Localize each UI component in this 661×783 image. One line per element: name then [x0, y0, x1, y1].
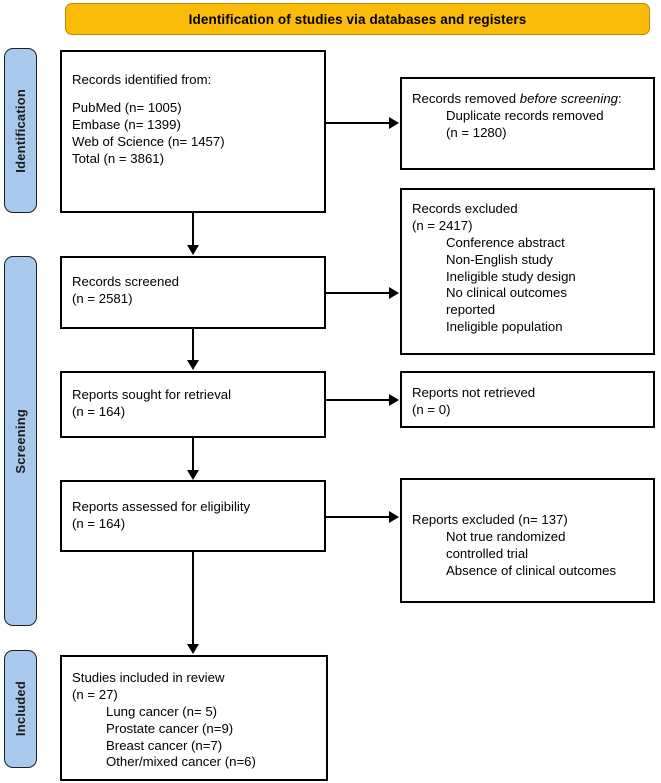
- records-identified-pubmed: PubMed (n= 1005): [72, 99, 182, 115]
- connector-screened-to-sought: [192, 329, 194, 361]
- records-excluded-reason-5: Ineligible population: [446, 319, 563, 335]
- records-removed-heading-prefix: Records removed: [412, 91, 520, 106]
- arrowhead-identified-to-screened: [187, 245, 199, 255]
- records-identified-wos: Web of Science (n= 1457): [72, 133, 225, 149]
- studies-included-prostate: Prostate cancer (n=9): [106, 720, 234, 736]
- connector-identified-to-screened: [192, 213, 194, 246]
- reports-sought-heading: Reports sought for retrieval: [72, 387, 232, 402]
- arrowhead-screened-to-sought: [187, 360, 199, 370]
- box-records-identified: Records identified from: PubMed (n= 1005…: [60, 50, 326, 213]
- box-records-screened: Records screened (n = 2581): [60, 256, 326, 329]
- arrowhead-assessed-to-included: [187, 644, 199, 654]
- reports-not-retrieved-heading: Reports not retrieved: [412, 385, 536, 400]
- arrowhead-screened-to-excluded: [389, 287, 399, 299]
- arrowhead-sought-to-assessed: [187, 470, 199, 480]
- studies-included-heading: Studies included in review: [72, 670, 225, 685]
- records-removed-heading: Records removed before screening:: [412, 91, 643, 108]
- stage-label-screening: Screening: [13, 408, 28, 474]
- box-records-excluded: Records excluded (n = 2417) Conference a…: [400, 188, 655, 355]
- records-screened-heading: Records screened: [72, 274, 180, 289]
- records-excluded-reason-3: Ineligible study design: [446, 268, 576, 284]
- connector-sought-to-assessed: [192, 438, 194, 471]
- studies-included-count: (n = 27): [72, 686, 118, 702]
- stage-label-identification: Identification: [13, 88, 28, 173]
- studies-included-lung: Lung cancer (n= 5): [106, 703, 218, 719]
- studies-included-other: Other/mixed cancer (n=6): [106, 754, 256, 770]
- reports-excluded-reason-2: Absence of clinical outcomes: [446, 562, 617, 578]
- records-excluded-heading: Records excluded: [412, 201, 518, 216]
- records-excluded-count: (n = 2417): [412, 217, 473, 233]
- stage-label-included: Included: [13, 681, 28, 737]
- spacer: [72, 89, 314, 100]
- arrowhead-assessed-to-reports-excluded: [389, 511, 399, 523]
- header-banner: Identification of studies via databases …: [65, 3, 650, 35]
- records-removed-count: (n = 1280): [446, 124, 507, 140]
- reports-excluded-heading: Reports excluded (n= 137): [412, 512, 568, 527]
- records-excluded-reason-1: Conference abstract: [446, 234, 565, 250]
- reports-not-retrieved-count: (n = 0): [412, 401, 451, 417]
- connector-assessed-to-reports-excluded: [326, 516, 390, 518]
- records-excluded-reason-4: No clinical outcomes: [446, 285, 567, 301]
- arrowhead-sought-to-not-retrieved: [389, 394, 399, 406]
- box-studies-included: Studies included in review (n = 27) Lung…: [60, 655, 328, 781]
- records-removed-duplicate: Duplicate records removed: [446, 107, 604, 123]
- records-identified-total: Total (n = 3861): [72, 150, 165, 166]
- records-identified-embase: Embase (n= 1399): [72, 116, 181, 132]
- box-reports-not-retrieved: Reports not retrieved (n = 0): [400, 371, 655, 428]
- records-identified-heading: Records identified from:: [72, 72, 212, 87]
- stage-bar-identification: Identification: [4, 48, 37, 213]
- records-removed-heading-italic: before screening: [519, 91, 618, 106]
- reports-excluded-reason-1-cont: controlled trial: [446, 545, 529, 561]
- reports-excluded-reason-1: Not true randomized: [446, 528, 566, 544]
- records-excluded-reason-2: Non-English study: [446, 251, 554, 267]
- connector-screened-to-excluded: [326, 292, 390, 294]
- header-title: Identification of studies via databases …: [188, 11, 527, 27]
- stage-bar-included: Included: [4, 650, 37, 768]
- studies-included-breast: Breast cancer (n=7): [106, 737, 223, 753]
- arrowhead-identified-to-removed: [389, 117, 399, 129]
- connector-sought-to-not-retrieved: [326, 399, 390, 401]
- connector-identified-to-removed: [326, 122, 390, 124]
- box-reports-sought: Reports sought for retrieval (n = 164): [60, 371, 326, 438]
- reports-assessed-heading: Reports assessed for eligibility: [72, 499, 251, 514]
- box-reports-assessed: Reports assessed for eligibility (n = 16…: [60, 480, 326, 552]
- reports-sought-count: (n = 164): [72, 403, 126, 419]
- connector-assessed-to-included: [192, 552, 194, 645]
- records-excluded-reason-4-cont: reported: [446, 302, 496, 318]
- box-reports-excluded: Reports excluded (n= 137) Not true rando…: [400, 478, 655, 603]
- box-records-removed: Records removed before screening: Duplic…: [400, 77, 655, 170]
- reports-assessed-count: (n = 164): [72, 515, 126, 531]
- records-removed-heading-suffix: :: [618, 91, 622, 106]
- records-screened-count: (n = 2581): [72, 290, 133, 306]
- stage-bar-screening: Screening: [4, 256, 37, 626]
